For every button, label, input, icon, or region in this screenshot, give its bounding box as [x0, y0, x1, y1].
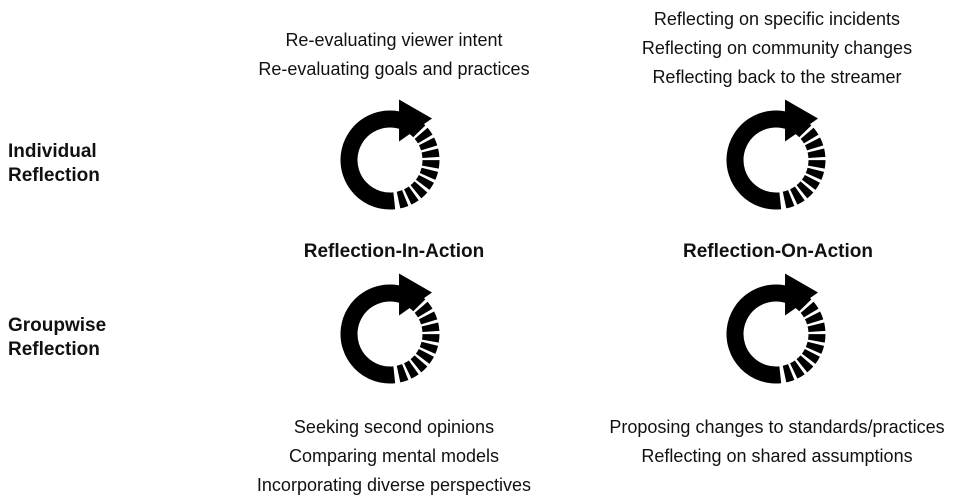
- list-item: Incorporating diverse perspectives: [256, 475, 532, 495]
- cycle-dash-segment: [410, 181, 428, 199]
- cycle-dash-segment: [421, 322, 440, 333]
- cycle-icon: [340, 99, 440, 210]
- cycle-dash-segment: [807, 148, 826, 159]
- cycle-dash-segment: [415, 174, 434, 190]
- cycle-dash-segment: [796, 181, 814, 199]
- cycle-dash-segment: [804, 137, 824, 151]
- list-item: Reflecting on community changes: [641, 38, 913, 58]
- cycle-dash-segment: [807, 333, 826, 343]
- cycle-dash-segment: [403, 360, 419, 379]
- row-label-individual: Individual Reflection: [8, 140, 100, 188]
- list-item: Reflecting back to the streamer: [652, 67, 902, 87]
- cycle-dash-segment: [800, 301, 819, 318]
- cycle-arc: [726, 284, 793, 384]
- cycle-arrowhead: [399, 99, 433, 142]
- cycle-dash-segment: [801, 348, 820, 364]
- list-item: Comparing mental models: [288, 446, 500, 466]
- cycle-dash-segment: [804, 311, 824, 325]
- cycle-arrowhead: [785, 273, 819, 316]
- cycle-dash-segment: [805, 341, 825, 354]
- cycle-dash-segment: [408, 293, 426, 312]
- list-item: Re-evaluating viewer intent: [285, 30, 503, 50]
- cycle-dash-segment: [782, 364, 795, 383]
- cycle-dash-segment: [421, 159, 440, 169]
- row-label-groupwise: Groupwise Reflection: [8, 314, 106, 362]
- cycle-dash-segment: [794, 293, 812, 312]
- cycle-dash-segment: [410, 355, 428, 373]
- cycle-dash-segment: [408, 119, 426, 138]
- cycle-dash-segment: [789, 360, 805, 379]
- cycle-dash-segment: [396, 364, 409, 383]
- cycle-dash-segment: [796, 355, 814, 373]
- cycle-dash-segment: [419, 167, 439, 180]
- cycle-dash-segment: [396, 190, 409, 209]
- column-label-on-action: Reflection-On-Action: [683, 241, 873, 262]
- cycle-dash-segment: [801, 174, 820, 190]
- cycle-icon: [340, 273, 440, 384]
- column-label-in-action: Reflection-In-Action: [303, 241, 485, 262]
- list-item: Seeking second opinions: [293, 417, 495, 437]
- row-label-individual-line1: Individual Reflection: [8, 141, 100, 186]
- list-item: Re-evaluating goals and practices: [258, 59, 530, 79]
- cycle-dash-segment: [421, 333, 440, 343]
- cycle-dash-segment: [418, 311, 438, 325]
- cycle-dash-segment: [800, 127, 819, 144]
- cycle-arc: [726, 110, 793, 210]
- cycle-dash-segment: [421, 148, 440, 159]
- cycle-dash-segment: [807, 159, 826, 169]
- cycle-icon: [726, 99, 826, 210]
- cycle-dash-segment: [403, 186, 419, 205]
- cycle-dash-segment: [419, 341, 439, 354]
- cycle-dash-segment: [789, 186, 805, 205]
- cycle-dash-segment: [807, 322, 826, 333]
- cycle-dash-segment: [414, 127, 433, 144]
- cycle-dash-segment: [418, 137, 438, 151]
- cycle-arrowhead: [399, 273, 433, 316]
- cycle-dash-segment: [414, 301, 433, 318]
- cycle-arc: [340, 110, 407, 210]
- list-item: Reflecting on specific incidents: [653, 9, 901, 29]
- cycle-dash-segment: [782, 190, 795, 209]
- cycle-dash-segment: [805, 167, 825, 180]
- list-item: Proposing changes to standards/practices: [609, 417, 945, 437]
- list-item: Reflecting on shared assumptions: [641, 446, 913, 466]
- row-label-groupwise-line1: Groupwise Reflection: [8, 315, 107, 360]
- cycle-dash-segment: [415, 348, 434, 364]
- cycle-dash-segment: [794, 119, 812, 138]
- cycle-icon: [726, 273, 826, 384]
- cycle-arrowhead: [785, 99, 819, 142]
- cycle-arc: [340, 284, 407, 384]
